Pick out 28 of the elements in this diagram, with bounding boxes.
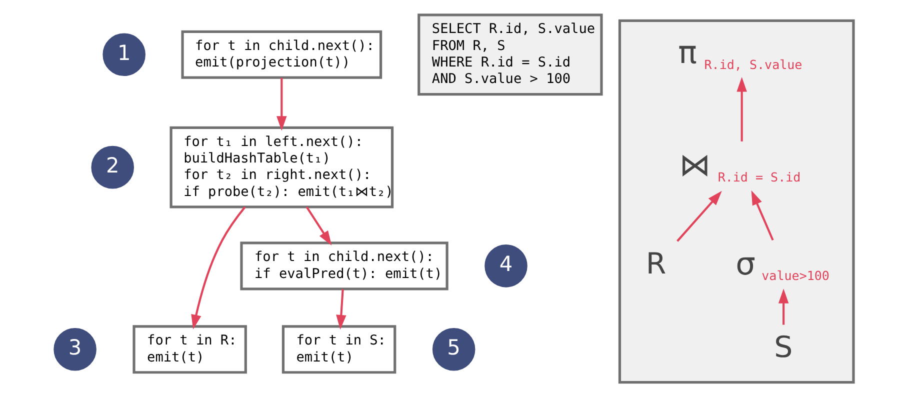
arrow — [276, 78, 287, 131]
arrow — [676, 190, 722, 242]
arrow — [336, 289, 346, 330]
arrow — [306, 206, 332, 246]
node-circle: 4 — [484, 244, 528, 288]
node-text: π — [678, 34, 698, 71]
node-label: R.id, S.value — [704, 56, 802, 72]
node-label: R.id = S.id — [718, 170, 801, 185]
node-circle: 5 — [432, 328, 476, 371]
node-text: R — [646, 246, 666, 281]
cluster — [618, 19, 855, 384]
arrow — [736, 77, 747, 142]
node-text: σ — [736, 246, 756, 282]
arrow — [751, 190, 774, 241]
node-box: for t in S: emit(t) — [282, 325, 396, 374]
node-text: S — [774, 330, 793, 364]
node-text: ⋈ — [679, 148, 711, 184]
node-circle: 2 — [91, 146, 134, 189]
node-circle: 1 — [102, 33, 146, 76]
node-box: for t in child.next(): emit(projection(t)) — [181, 30, 382, 79]
node-box: SELECT R.id, S.value FROM R, S WHERE R.id = S.id AND S.value > 100 — [418, 14, 603, 96]
node-label: value>100 — [762, 268, 830, 284]
node-box: for t in R: emit(t) — [132, 325, 247, 374]
arrow — [191, 206, 246, 330]
node-circle: 3 — [54, 328, 96, 371]
arrow — [778, 288, 789, 325]
node-box: for t in child.next(): if evalPred(t): emit(t) — [240, 242, 448, 290]
node-box: for t₁ in left.next(): buildHashTable(t₁) for t₂ in right.next(): if probe(t₂): emit(t₁⋈t₂) — [170, 126, 394, 208]
